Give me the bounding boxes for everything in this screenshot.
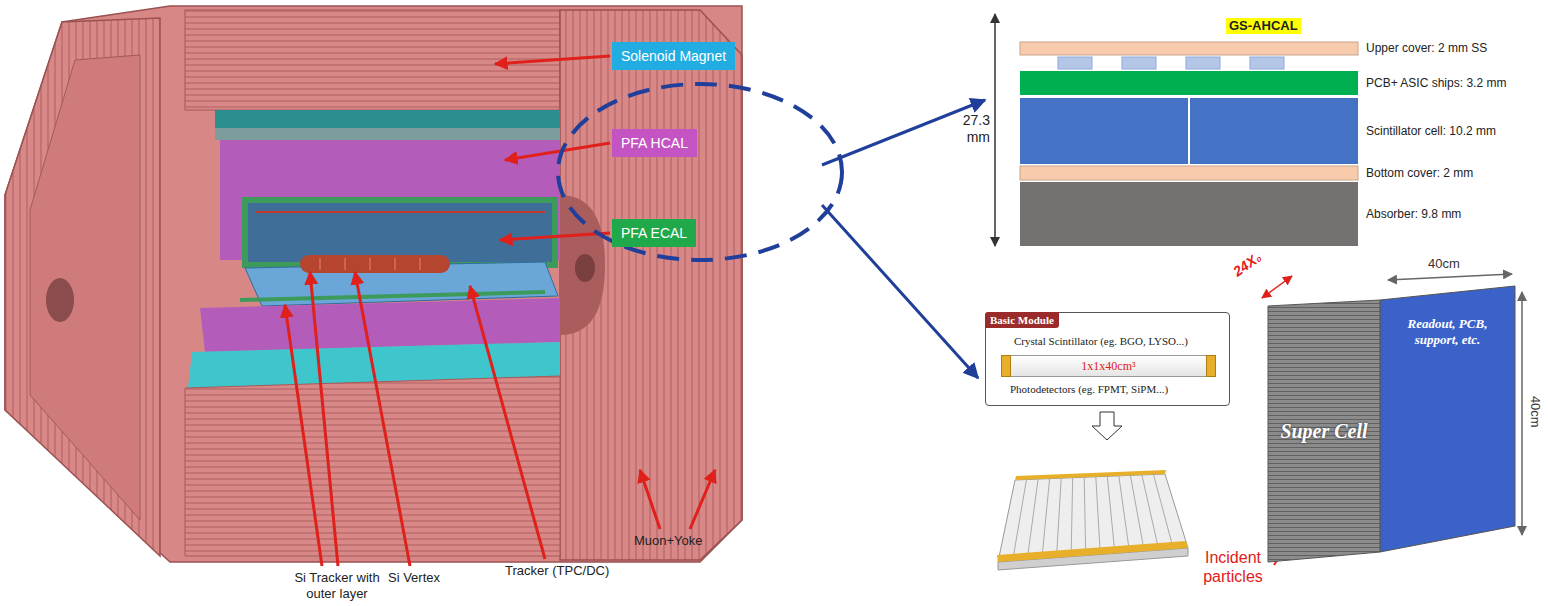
face-text: Readout, PCB, support, etc. [1392, 316, 1504, 348]
label-box: Solenoid Magnet [612, 42, 735, 70]
dimension: 24X₀ [1230, 249, 1265, 280]
dimension: 40cm [1527, 392, 1543, 432]
part-label: Muon+Yoke [634, 533, 703, 549]
layer-label: Bottom cover: 2 mm [1366, 166, 1473, 180]
module-title: Basic Module [985, 312, 1059, 328]
part-name: Solenoid Magnet [621, 47, 726, 65]
module-box: Basic ModuleCrystal Scintillator (eg. BG… [985, 312, 1230, 406]
cube-face: Super Cell [1268, 300, 1380, 562]
face-text: Super Cell [1280, 420, 1367, 443]
module-text: Photodetectors (eg. FPMT, SiPM...) [1010, 383, 1168, 395]
dimension: 40cm [1428, 256, 1460, 272]
part-label: Si Vertex [388, 570, 440, 586]
module-text: Crystal Scintillator (eg. BGO, LYSO...) [1014, 335, 1188, 347]
layer-label: Absorber: 9.8 mm [1366, 207, 1461, 221]
layer-label: Upper cover: 2 mm SS [1366, 41, 1487, 55]
label-box: PFA HCAL [612, 129, 697, 157]
note: Incident particles [1192, 548, 1274, 586]
crystal-bar: 1x1x40cm³ [1001, 355, 1216, 377]
dimension: 1x1x40cm³ [1081, 359, 1135, 374]
part-label: Si Tracker with outer layer [287, 570, 387, 601]
cube-face: Readout, PCB, support, etc. [1380, 286, 1515, 552]
layer-label: PCB+ ASIC ships: 3.2 mm [1366, 76, 1506, 90]
layer-label: Scintillator cell: 10.2 mm [1366, 124, 1496, 138]
part-name: PFA ECAL [621, 224, 687, 242]
face-outline [1380, 286, 1515, 552]
face-outline [1268, 300, 1380, 562]
part-label: Tracker (TPC/DC) [505, 563, 609, 579]
part-name: PFA HCAL [621, 134, 688, 152]
dimension: 27.3 mm [948, 112, 990, 146]
label-box: PFA ECAL [612, 219, 696, 247]
panel-title: GS-AHCAL [1226, 18, 1301, 34]
